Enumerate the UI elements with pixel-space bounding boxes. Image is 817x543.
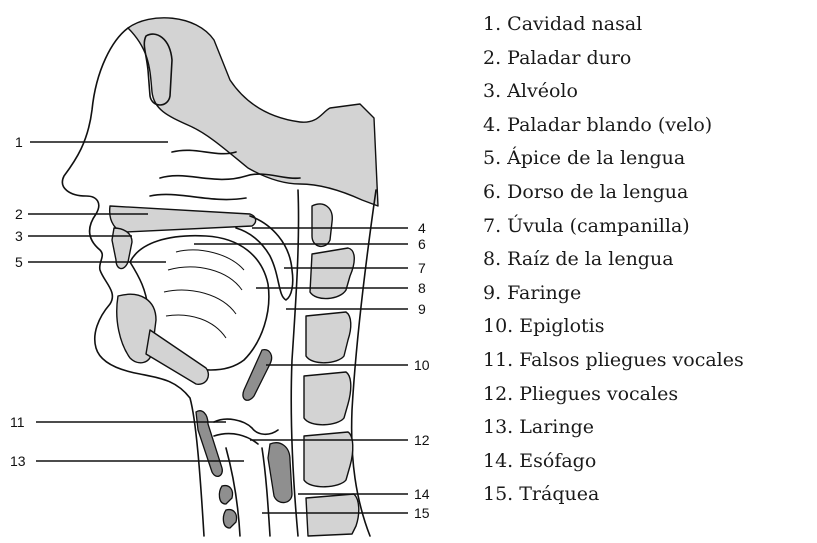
vocal-tract-diagram: 1 2 3 4 5 6 7 8 9 10 11 12 13 14 15 <box>10 17 430 537</box>
callout-11: 11 <box>10 414 25 430</box>
legend-item-7: 7. Úvula (campanilla) <box>483 214 690 237</box>
legend-item-9: 9. Faringe <box>483 281 582 304</box>
tracheal-ring-1 <box>218 484 234 505</box>
hyoid <box>145 329 210 385</box>
pharynx-wall <box>290 189 300 537</box>
legend-item-2: 2. Paladar duro <box>483 46 632 69</box>
vertebra-6 <box>305 493 360 537</box>
callout-3: 3 <box>15 228 23 244</box>
vertebra-2 <box>309 247 355 300</box>
vertebra-4 <box>303 371 352 426</box>
vertebrae <box>303 203 360 537</box>
callout-5: 5 <box>15 254 23 270</box>
legend-item-12: 12. Pliegues vocales <box>483 382 679 405</box>
legend-item-10: 10. Epiglotis <box>483 315 605 338</box>
legend-item-1: 1. Cavidad nasal <box>483 13 643 35</box>
vertebra-1 <box>311 203 333 247</box>
cricoid-cartilage <box>267 442 293 504</box>
callout-15: 15 <box>414 505 430 521</box>
callout-8: 8 <box>418 280 426 296</box>
tongue-muscle-lines <box>163 249 245 339</box>
soft-palate <box>235 215 294 301</box>
legend-item-11: 11. Falsos pliegues vocales <box>483 348 744 371</box>
spinal-canal <box>350 189 377 537</box>
legend-item-8: 8. Raíz de la lengua <box>483 248 674 271</box>
vertebra-5 <box>303 431 354 488</box>
legend-list: 1. Cavidad nasal 2. Paladar duro 3. Alvé… <box>483 8 744 512</box>
vocal-folds <box>213 418 279 445</box>
legend-item-6: 6. Dorso de la lengua <box>483 180 689 203</box>
eye-socket <box>143 33 173 106</box>
leader-lines <box>28 141 408 514</box>
vocal-tract-illustration: 1 2 3 4 5 6 7 8 9 10 11 12 13 14 15 <box>10 17 430 537</box>
callout-9: 9 <box>418 301 426 317</box>
callout-12: 12 <box>414 432 430 448</box>
legend-item-15: 15. Tráquea <box>483 483 600 506</box>
laryngeal-tube <box>225 447 271 537</box>
face-profile <box>61 27 205 537</box>
legend-item-3: 3. Alvéolo <box>483 80 578 103</box>
callout-2: 2 <box>15 206 23 222</box>
callout-7: 7 <box>418 260 426 276</box>
epiglottis <box>242 349 273 401</box>
legend-item-14: 14. Esófago <box>483 449 597 472</box>
nasal-turbinates <box>149 149 301 201</box>
callout-13: 13 <box>10 453 26 469</box>
hard-palate <box>109 205 257 233</box>
legend-item-4: 4. Paladar blando (velo) <box>483 113 713 136</box>
thyroid-cartilage <box>195 410 223 477</box>
callout-14: 14 <box>414 486 430 502</box>
callout-6: 6 <box>418 236 426 252</box>
legend-item-5: 5. Ápice de la lengua <box>483 147 686 170</box>
nasal-bone <box>127 17 379 207</box>
callout-1: 1 <box>15 134 23 150</box>
callout-numbers: 1 2 3 4 5 6 7 8 9 10 11 12 13 14 15 <box>10 134 430 521</box>
tracheal-ring-2 <box>222 508 238 529</box>
mandible <box>116 293 157 364</box>
vertebra-3 <box>305 311 352 364</box>
legend-item-13: 13. Laringe <box>483 416 595 439</box>
callout-4: 4 <box>418 220 426 236</box>
callout-10: 10 <box>414 357 430 373</box>
